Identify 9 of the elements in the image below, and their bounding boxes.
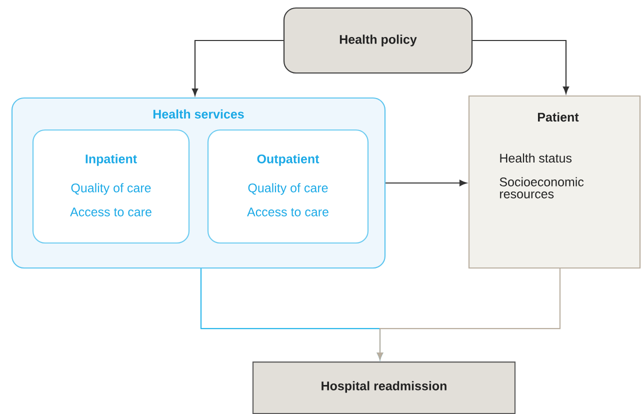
policy-box: Health policy [283, 7, 473, 74]
arrow [376, 268, 561, 360]
arrow [192, 40, 284, 96]
arrow [472, 40, 570, 94]
service-box: Inpatient Quality of care Access to care [32, 129, 190, 244]
outcome-box: Hospital readmission [252, 362, 516, 414]
service-box: Outpatient Quality of care Access to care [207, 129, 369, 244]
arrow [386, 180, 467, 186]
patient-box: Patient Health status Socioeconomic resources [468, 95, 641, 269]
